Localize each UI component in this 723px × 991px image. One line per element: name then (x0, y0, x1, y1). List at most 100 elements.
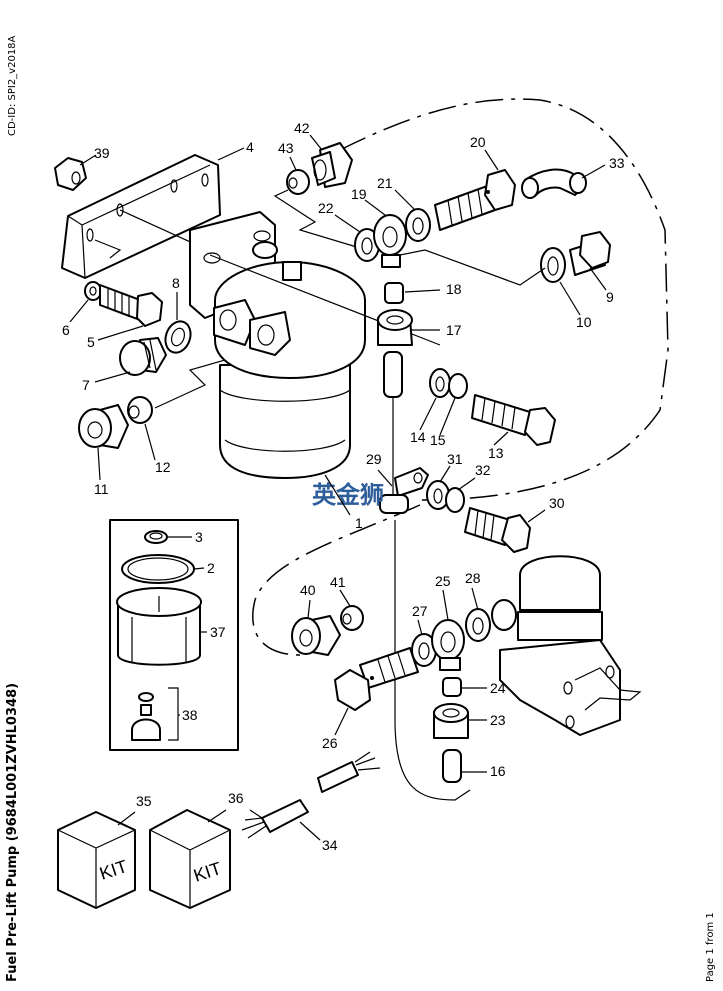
part-12-olive[interactable] (127, 396, 153, 424)
part-42-adaptor[interactable] (311, 142, 353, 188)
callout-part-16[interactable]: 16 (490, 763, 506, 779)
callout-part-40[interactable]: 40 (300, 582, 316, 598)
callout-part-15[interactable]: 15 (430, 432, 446, 448)
part-5-bolt[interactable] (99, 284, 163, 327)
callout-part-10[interactable]: 10 (576, 314, 592, 330)
part-32-spring-washer[interactable] (445, 487, 465, 513)
part-7-plug[interactable] (119, 337, 167, 376)
callout-part-2[interactable]: 2 (207, 560, 215, 576)
callout-part-34[interactable]: 34 (322, 837, 338, 853)
part-17-union-nut[interactable] (377, 309, 413, 346)
callout-part-1[interactable]: 1 (355, 515, 363, 531)
part-10-washer[interactable] (540, 247, 566, 283)
callout-part-12[interactable]: 12 (155, 459, 171, 475)
part-19-banjo[interactable] (373, 214, 407, 268)
callout-part-5[interactable]: 5 (87, 334, 95, 350)
leader-line-part-40 (307, 599, 311, 619)
part-36-kit[interactable]: KIT (149, 809, 231, 909)
part-16-pipe-upper[interactable] (383, 351, 403, 398)
part-6-washer[interactable] (84, 281, 102, 301)
part-25-banjo[interactable] (431, 619, 465, 671)
part-35-kit[interactable]: KIT (57, 811, 136, 909)
callout-part-32[interactable]: 32 (475, 462, 491, 478)
callout-part-41[interactable]: 41 (330, 574, 346, 590)
part-41-olive[interactable] (340, 605, 364, 631)
part-18-olive[interactable] (384, 282, 404, 304)
part-2-sealing-ring[interactable] (121, 554, 195, 584)
part-13-bolt[interactable] (471, 394, 556, 446)
leader-43-filter (273, 189, 361, 249)
part-29-clip[interactable] (379, 467, 429, 514)
part-34-hose[interactable] (241, 751, 381, 839)
callout-part-29[interactable]: 29 (366, 451, 382, 467)
part-4-bracket[interactable] (61, 154, 231, 279)
lift-pump-body[interactable] (491, 555, 642, 736)
callout-part-35[interactable]: 35 (136, 793, 152, 809)
leader-line-part-18 (404, 289, 441, 293)
part-37-filter-element[interactable] (116, 587, 202, 666)
callout-part-8[interactable]: 8 (172, 275, 180, 291)
part-20-banjo-bolt[interactable] (434, 169, 516, 231)
leader-line-part-12 (144, 423, 156, 461)
part-8-washer[interactable] (161, 318, 194, 356)
callout-part-27[interactable]: 27 (412, 603, 428, 619)
callout-part-37[interactable]: 37 (210, 624, 226, 640)
leader-line-part-30 (527, 509, 546, 523)
callout-part-18[interactable]: 18 (446, 281, 462, 297)
callout-part-42[interactable]: 42 (294, 120, 310, 136)
part-38-drain-plug[interactable] (131, 687, 179, 741)
part-43-olive[interactable] (286, 169, 310, 195)
callout-part-20[interactable]: 20 (470, 134, 486, 150)
callout-part-3[interactable]: 3 (195, 529, 203, 545)
part-21-washer[interactable] (405, 208, 431, 242)
callout-part-22[interactable]: 22 (318, 200, 334, 216)
callout-part-26[interactable]: 26 (322, 735, 338, 751)
part-24-olive[interactable] (442, 677, 462, 697)
part-9-plug[interactable] (569, 231, 611, 276)
callout-part-7[interactable]: 7 (82, 377, 90, 393)
part-11-adaptor[interactable] (78, 404, 129, 449)
part-16-pipe-lower[interactable] (442, 749, 462, 783)
callout-part-13[interactable]: 13 (488, 445, 504, 461)
part-39-nut[interactable] (54, 157, 87, 191)
callout-part-30[interactable]: 30 (549, 495, 565, 511)
callout-part-25[interactable]: 25 (435, 573, 451, 589)
part-1-filter-assembly[interactable] (189, 211, 366, 479)
leader-line-part-25 (442, 589, 449, 621)
part-3-seal-washer[interactable] (144, 530, 168, 544)
part-14-washer[interactable] (429, 368, 451, 398)
part-23-union-nut[interactable] (433, 703, 469, 739)
callout-part-43[interactable]: 43 (278, 140, 294, 156)
callout-part-36[interactable]: 36 (228, 790, 244, 806)
callout-part-9[interactable]: 9 (606, 289, 614, 305)
part-27-washer[interactable] (411, 633, 437, 667)
leader-line-part-11 (97, 447, 101, 481)
part-15-spring-washer[interactable] (448, 373, 468, 399)
part-33-elbow[interactable] (521, 168, 587, 199)
callout-part-4[interactable]: 4 (246, 139, 254, 155)
callout-part-6[interactable]: 6 (62, 322, 70, 338)
callout-part-24[interactable]: 24 (490, 680, 506, 696)
leader-line-part-20 (484, 149, 499, 171)
leader-line-part-10 (559, 281, 581, 316)
callout-part-28[interactable]: 28 (465, 570, 481, 586)
callout-part-17[interactable]: 17 (446, 322, 462, 338)
part-30-bolt[interactable] (464, 507, 531, 553)
callout-part-33[interactable]: 33 (609, 155, 625, 171)
part-26-banjo-bolt[interactable] (334, 647, 419, 711)
leader-line-part-2 (193, 567, 205, 570)
callout-part-19[interactable]: 19 (351, 186, 367, 202)
leader-line-part-29 (377, 469, 393, 487)
part-28-washer[interactable] (465, 608, 491, 642)
callout-part-39[interactable]: 39 (94, 145, 110, 161)
leader-line-part-15 (439, 397, 456, 436)
leader-line-part-28 (471, 587, 479, 611)
callout-part-14[interactable]: 14 (410, 429, 426, 445)
callout-part-31[interactable]: 31 (447, 451, 463, 467)
callout-part-23[interactable]: 23 (490, 712, 506, 728)
callout-part-11[interactable]: 11 (94, 481, 109, 497)
callout-part-21[interactable]: 21 (377, 175, 393, 191)
leader-line-part-6 (69, 299, 89, 323)
part-40-adaptor[interactable] (291, 615, 341, 656)
callout-part-38[interactable]: 38 (182, 707, 198, 723)
